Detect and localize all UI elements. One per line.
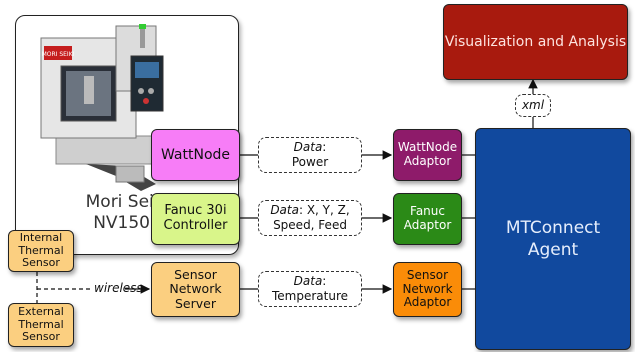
wireless-label: wireless [94, 281, 143, 295]
wattnode-source-label: WattNode [160, 146, 231, 163]
visualization-analysis-box: Visualization and Analysis [443, 4, 628, 80]
mtconnect-agent-box: MTConnect Agent [475, 128, 631, 350]
external-thermal-sensor-box: External Thermal Sensor [8, 303, 74, 347]
visualization-analysis-label: Visualization and Analysis [444, 33, 627, 50]
data-label-power-value: Power [291, 155, 329, 169]
internal-thermal-sensor-label: Internal Thermal Sensor [18, 231, 64, 270]
sensor-network-server-box: Sensor Network Server [151, 262, 240, 317]
data-label-fanuc-value: Speed, Feed [273, 218, 347, 232]
data-label-fanuc: Data: X, Y, Z, Speed, Feed [258, 200, 362, 236]
data-label-fanuc-rest: : X, Y, Z, [298, 203, 350, 217]
xml-label-box: xml [515, 94, 551, 117]
data-label-power: Data: Power [258, 137, 362, 173]
data-label-power-rest: : [322, 140, 327, 154]
sensor-network-adaptor-label: Sensor Network Adaptor [402, 267, 453, 310]
sensor-network-server-label: Sensor Network Server [169, 266, 222, 311]
fanuc-controller-label: Fanuc 30i Controller [163, 203, 228, 233]
data-label-temperature-prefix: Data [293, 274, 323, 288]
fanuc-controller-box: Fanuc 30i Controller [151, 193, 240, 245]
data-label-temperature: Data: Temperature [258, 271, 362, 307]
data-label-power-prefix: Data [293, 140, 323, 154]
xml-label: xml [521, 98, 545, 112]
machine-name-line1: Mori Seiki [85, 192, 169, 212]
wattnode-adaptor-box: WattNode Adaptor [393, 129, 462, 181]
sensor-network-adaptor-box: Sensor Network Adaptor [393, 262, 462, 317]
fanuc-adaptor-box: Fanuc Adaptor [393, 193, 462, 245]
machine-name: Mori Seiki NV1500 [16, 192, 238, 234]
data-label-temperature-value: Temperature [271, 289, 348, 303]
external-thermal-sensor-label: External Thermal Sensor [18, 305, 64, 344]
data-label-fanuc-prefix: Data [270, 203, 299, 217]
wattnode-source-box: WattNode [151, 129, 240, 181]
brand-plate-text: MORI SEIKI [42, 51, 75, 58]
machine-name-line2: NV1500 [93, 213, 161, 233]
brand-plate-icon [44, 46, 72, 60]
wattnode-adaptor-label: WattNode Adaptor [397, 140, 458, 168]
fanuc-adaptor-label: Fanuc Adaptor [403, 204, 452, 232]
mtconnect-agent-label: MTConnect Agent [505, 217, 601, 260]
internal-thermal-sensor-box: Internal Thermal Sensor [8, 230, 74, 272]
data-label-temperature-rest: : [322, 274, 327, 288]
machine-image: MORI SEIKI [40, 24, 164, 191]
